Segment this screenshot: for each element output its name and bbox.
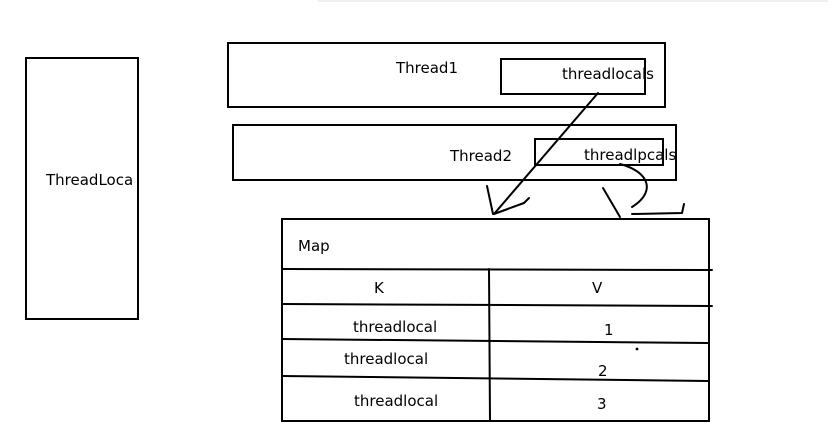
thread1-label: Thread1	[396, 59, 458, 77]
thread1-threadlocals-label: threadlocals	[562, 65, 654, 83]
top-edge-band	[318, 0, 828, 2]
arrow-thread1-to-map-head-right	[493, 197, 530, 215]
map-row-3-key: threadlocal	[354, 392, 439, 410]
map-row-2-value: 2	[598, 362, 608, 380]
map-header-v: V	[592, 279, 603, 297]
threadlocal-box	[25, 57, 139, 320]
thread2-threadlocals-label: threadlpcals	[584, 146, 677, 164]
map-row-1-key: threadlocal	[353, 318, 438, 336]
map-row-2-key: threadlocal	[344, 350, 429, 368]
arrow-thread2-to-map-head-right	[631, 203, 685, 215]
map-title: Map	[298, 237, 330, 255]
map-row-3-value: 3	[597, 395, 607, 413]
arrow-thread1-to-map-head-left	[486, 185, 494, 215]
thread1-box	[227, 42, 666, 108]
thread2-label: Thread2	[450, 147, 512, 165]
map-header-k: K	[374, 279, 384, 297]
map-table	[281, 218, 710, 422]
arrow-thread2-to-map-head-left	[602, 187, 621, 218]
map-row-1-value: 1	[604, 321, 614, 339]
thread2-box	[232, 124, 677, 181]
threadlocal-box-label: ThreadLoca	[46, 171, 134, 189]
